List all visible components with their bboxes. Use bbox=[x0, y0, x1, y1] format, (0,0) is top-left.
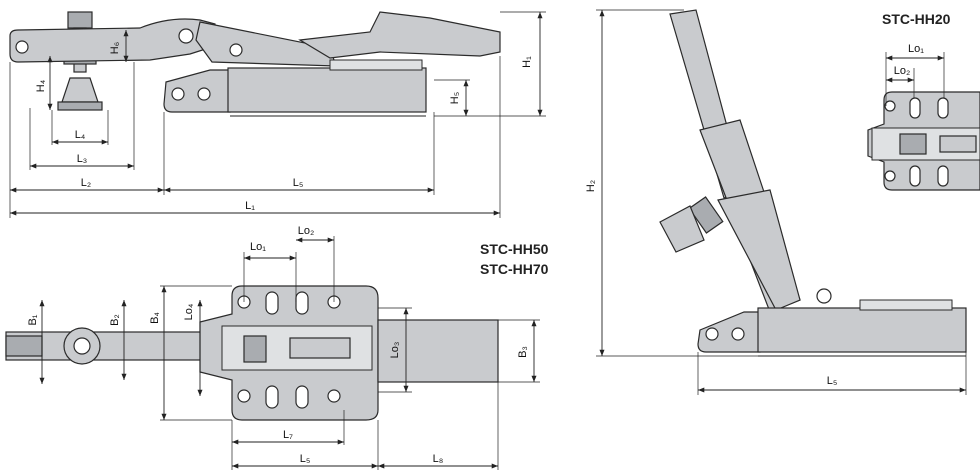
hh20-hole-2 bbox=[884, 170, 896, 182]
dim-label-l8: L₈ bbox=[433, 453, 444, 465]
base-hole-1 bbox=[171, 87, 185, 101]
top-toggle-spring bbox=[243, 335, 267, 363]
link-hole bbox=[229, 43, 243, 57]
dim-label-h6: H₆ bbox=[109, 42, 121, 54]
open-base-plate bbox=[757, 307, 967, 353]
title-stc-hh20: STC-HH20 bbox=[882, 11, 951, 27]
dim-label-b3: B₃ bbox=[517, 346, 529, 358]
top-hole-3 bbox=[237, 389, 251, 403]
arm-pivot-hole bbox=[15, 40, 29, 54]
top-slot-1 bbox=[265, 291, 279, 315]
dim-label-l5-top: L₅ bbox=[300, 453, 311, 465]
arm-link-hole bbox=[178, 28, 194, 44]
pressure-pad bbox=[61, 77, 99, 103]
dim-label-lo3: Lo₃ bbox=[389, 342, 401, 359]
top-toggle-link bbox=[289, 337, 351, 359]
title-stc-hh70: STC-HH70 bbox=[480, 261, 549, 277]
open-handle-rest bbox=[859, 299, 953, 311]
dim-label-l1: L₁ bbox=[245, 200, 255, 212]
top-view-clamp bbox=[5, 285, 499, 421]
dim-label-lo2: Lo₂ bbox=[298, 225, 315, 237]
top-slot-4 bbox=[295, 385, 309, 409]
dim-label-lo4: Lo₄ bbox=[183, 303, 195, 320]
open-pressure-pad bbox=[659, 205, 705, 253]
dim-label-l5-open: L₅ bbox=[827, 375, 838, 387]
top-hole-4 bbox=[327, 389, 341, 403]
dim-label-b1: B₁ bbox=[27, 314, 39, 325]
open-pivot-hole bbox=[816, 288, 832, 304]
hh20-slot-2 bbox=[937, 97, 949, 119]
handle bbox=[298, 11, 501, 59]
open-base-hole-1 bbox=[705, 327, 719, 341]
hh20-toggle-link bbox=[939, 135, 977, 153]
hh20-slot-3 bbox=[909, 165, 921, 187]
hh20-detail bbox=[867, 91, 980, 191]
hh20-hole-1 bbox=[884, 100, 896, 112]
side-view-clamp bbox=[9, 11, 501, 117]
clamp-arm bbox=[9, 18, 216, 63]
handle-rest bbox=[329, 59, 423, 71]
base-hole-2 bbox=[197, 87, 211, 101]
dim-label-lo1: Lo₁ bbox=[250, 241, 266, 253]
dim-label-h1: H₁ bbox=[521, 56, 533, 68]
top-slot-3 bbox=[265, 385, 279, 409]
dim-label-l2: L₂ bbox=[81, 177, 91, 189]
spindle-nut bbox=[67, 11, 93, 29]
top-slot-2 bbox=[295, 291, 309, 315]
pressure-pad-base bbox=[57, 101, 103, 111]
side-view-dimensions: L₄ L₃ L₂ L₅ L₁ H₄ H₆ H₁ H₅ bbox=[9, 11, 546, 218]
dim-label-lo2-hh20: Lo₂ bbox=[894, 65, 911, 77]
dim-label-h5: H₅ bbox=[449, 92, 461, 104]
hh20-slot-4 bbox=[937, 165, 949, 187]
dim-label-b4: B₄ bbox=[149, 312, 161, 324]
hh20-dimensions: Lo₁ Lo₂ bbox=[885, 43, 945, 106]
base-plate bbox=[227, 67, 427, 113]
dim-label-l7: L₇ bbox=[283, 429, 293, 441]
hh20-slot-1 bbox=[909, 97, 921, 119]
open-view-dimensions: H₂ L₅ bbox=[585, 9, 967, 395]
dim-label-l5: L₅ bbox=[293, 177, 304, 189]
open-view-clamp bbox=[659, 9, 967, 357]
top-view-dimensions: Lo₁ Lo₂ B₄ Lo₄ Lo₃ B₃ B₁ B₂ L₇ L₅ L₈ bbox=[27, 225, 540, 470]
open-spindle bbox=[688, 196, 724, 234]
top-spindle-hole bbox=[73, 337, 91, 355]
dim-label-lo1-hh20: Lo₁ bbox=[908, 43, 924, 55]
hh20-toggle-spring bbox=[899, 133, 927, 155]
top-handle bbox=[377, 319, 499, 383]
top-arm-fork bbox=[5, 335, 43, 357]
dim-label-l4: L₄ bbox=[75, 129, 86, 141]
dim-label-l3: L₃ bbox=[77, 153, 88, 165]
open-arm bbox=[717, 189, 801, 311]
dim-label-b2: B₂ bbox=[109, 314, 121, 326]
title-stc-hh50: STC-HH50 bbox=[480, 241, 549, 257]
open-base-hole-2 bbox=[731, 327, 745, 341]
dim-label-h2: H₂ bbox=[585, 180, 597, 192]
dim-label-h4: H₄ bbox=[35, 79, 47, 92]
